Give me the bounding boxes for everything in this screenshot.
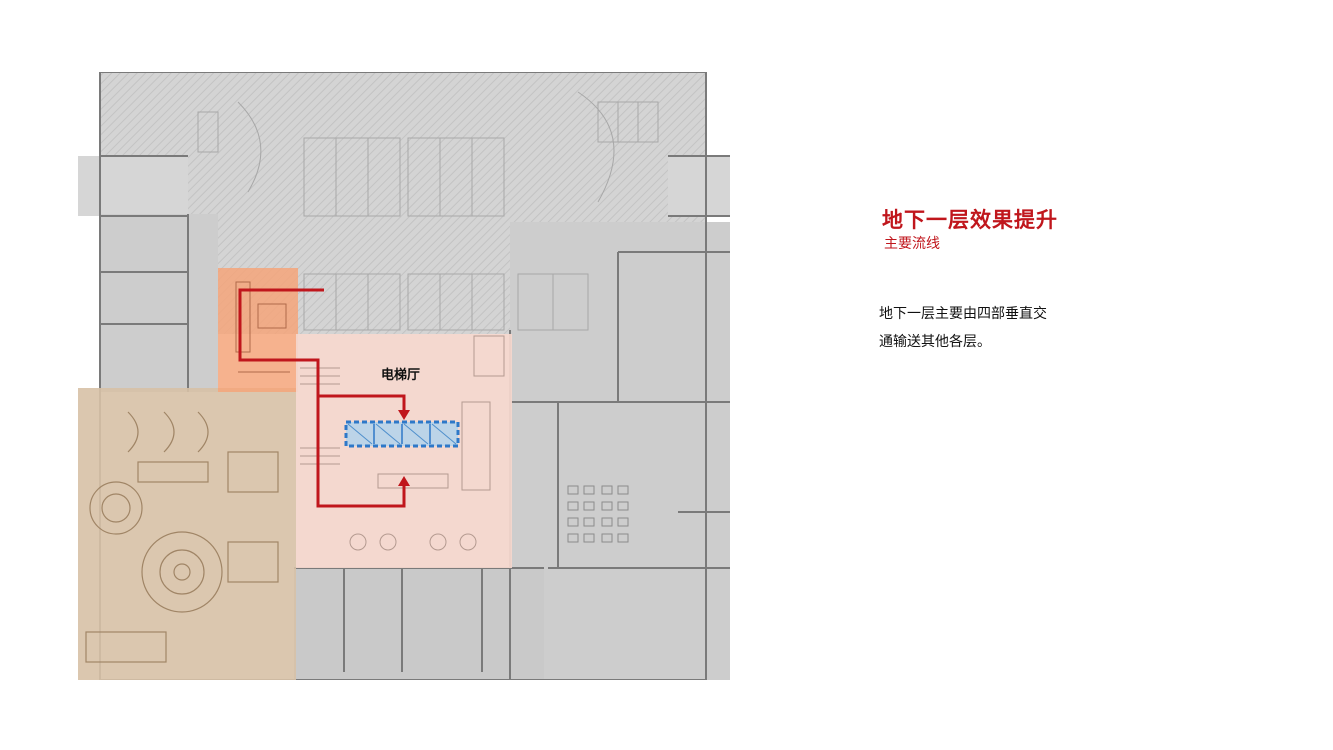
description: 地下一层主要由四部垂直交 通输送其他各层。 — [879, 300, 1094, 356]
elevator-bank-icon — [344, 420, 460, 448]
route-arrowheads — [398, 410, 410, 486]
ramp-right — [668, 156, 730, 216]
slide-title: 地下一层效果提升 — [882, 208, 1058, 232]
description-line: 地下一层主要由四部垂直交 — [879, 306, 1047, 322]
classroom-desks — [567, 485, 629, 543]
elevator-lobby-zone — [296, 334, 512, 568]
elevator-hall-label: 电梯厅 — [381, 368, 421, 383]
floor-plan-drawing — [78, 72, 730, 680]
stair-core-lines — [235, 281, 290, 373]
lobby-furniture — [300, 335, 505, 551]
ramp-left — [78, 156, 188, 216]
floor-plan — [78, 72, 730, 680]
east-rooms — [510, 222, 730, 680]
west-rooms — [100, 214, 218, 392]
red-arrow-route — [238, 288, 406, 508]
south-rooms — [294, 568, 544, 680]
stair-core-zone — [218, 268, 298, 392]
restaurant-furniture — [85, 411, 279, 663]
description-line: 通输送其他各层。 — [879, 334, 991, 350]
parking-bays — [197, 91, 659, 331]
slide-subtitle: 主要流线 — [884, 236, 940, 252]
